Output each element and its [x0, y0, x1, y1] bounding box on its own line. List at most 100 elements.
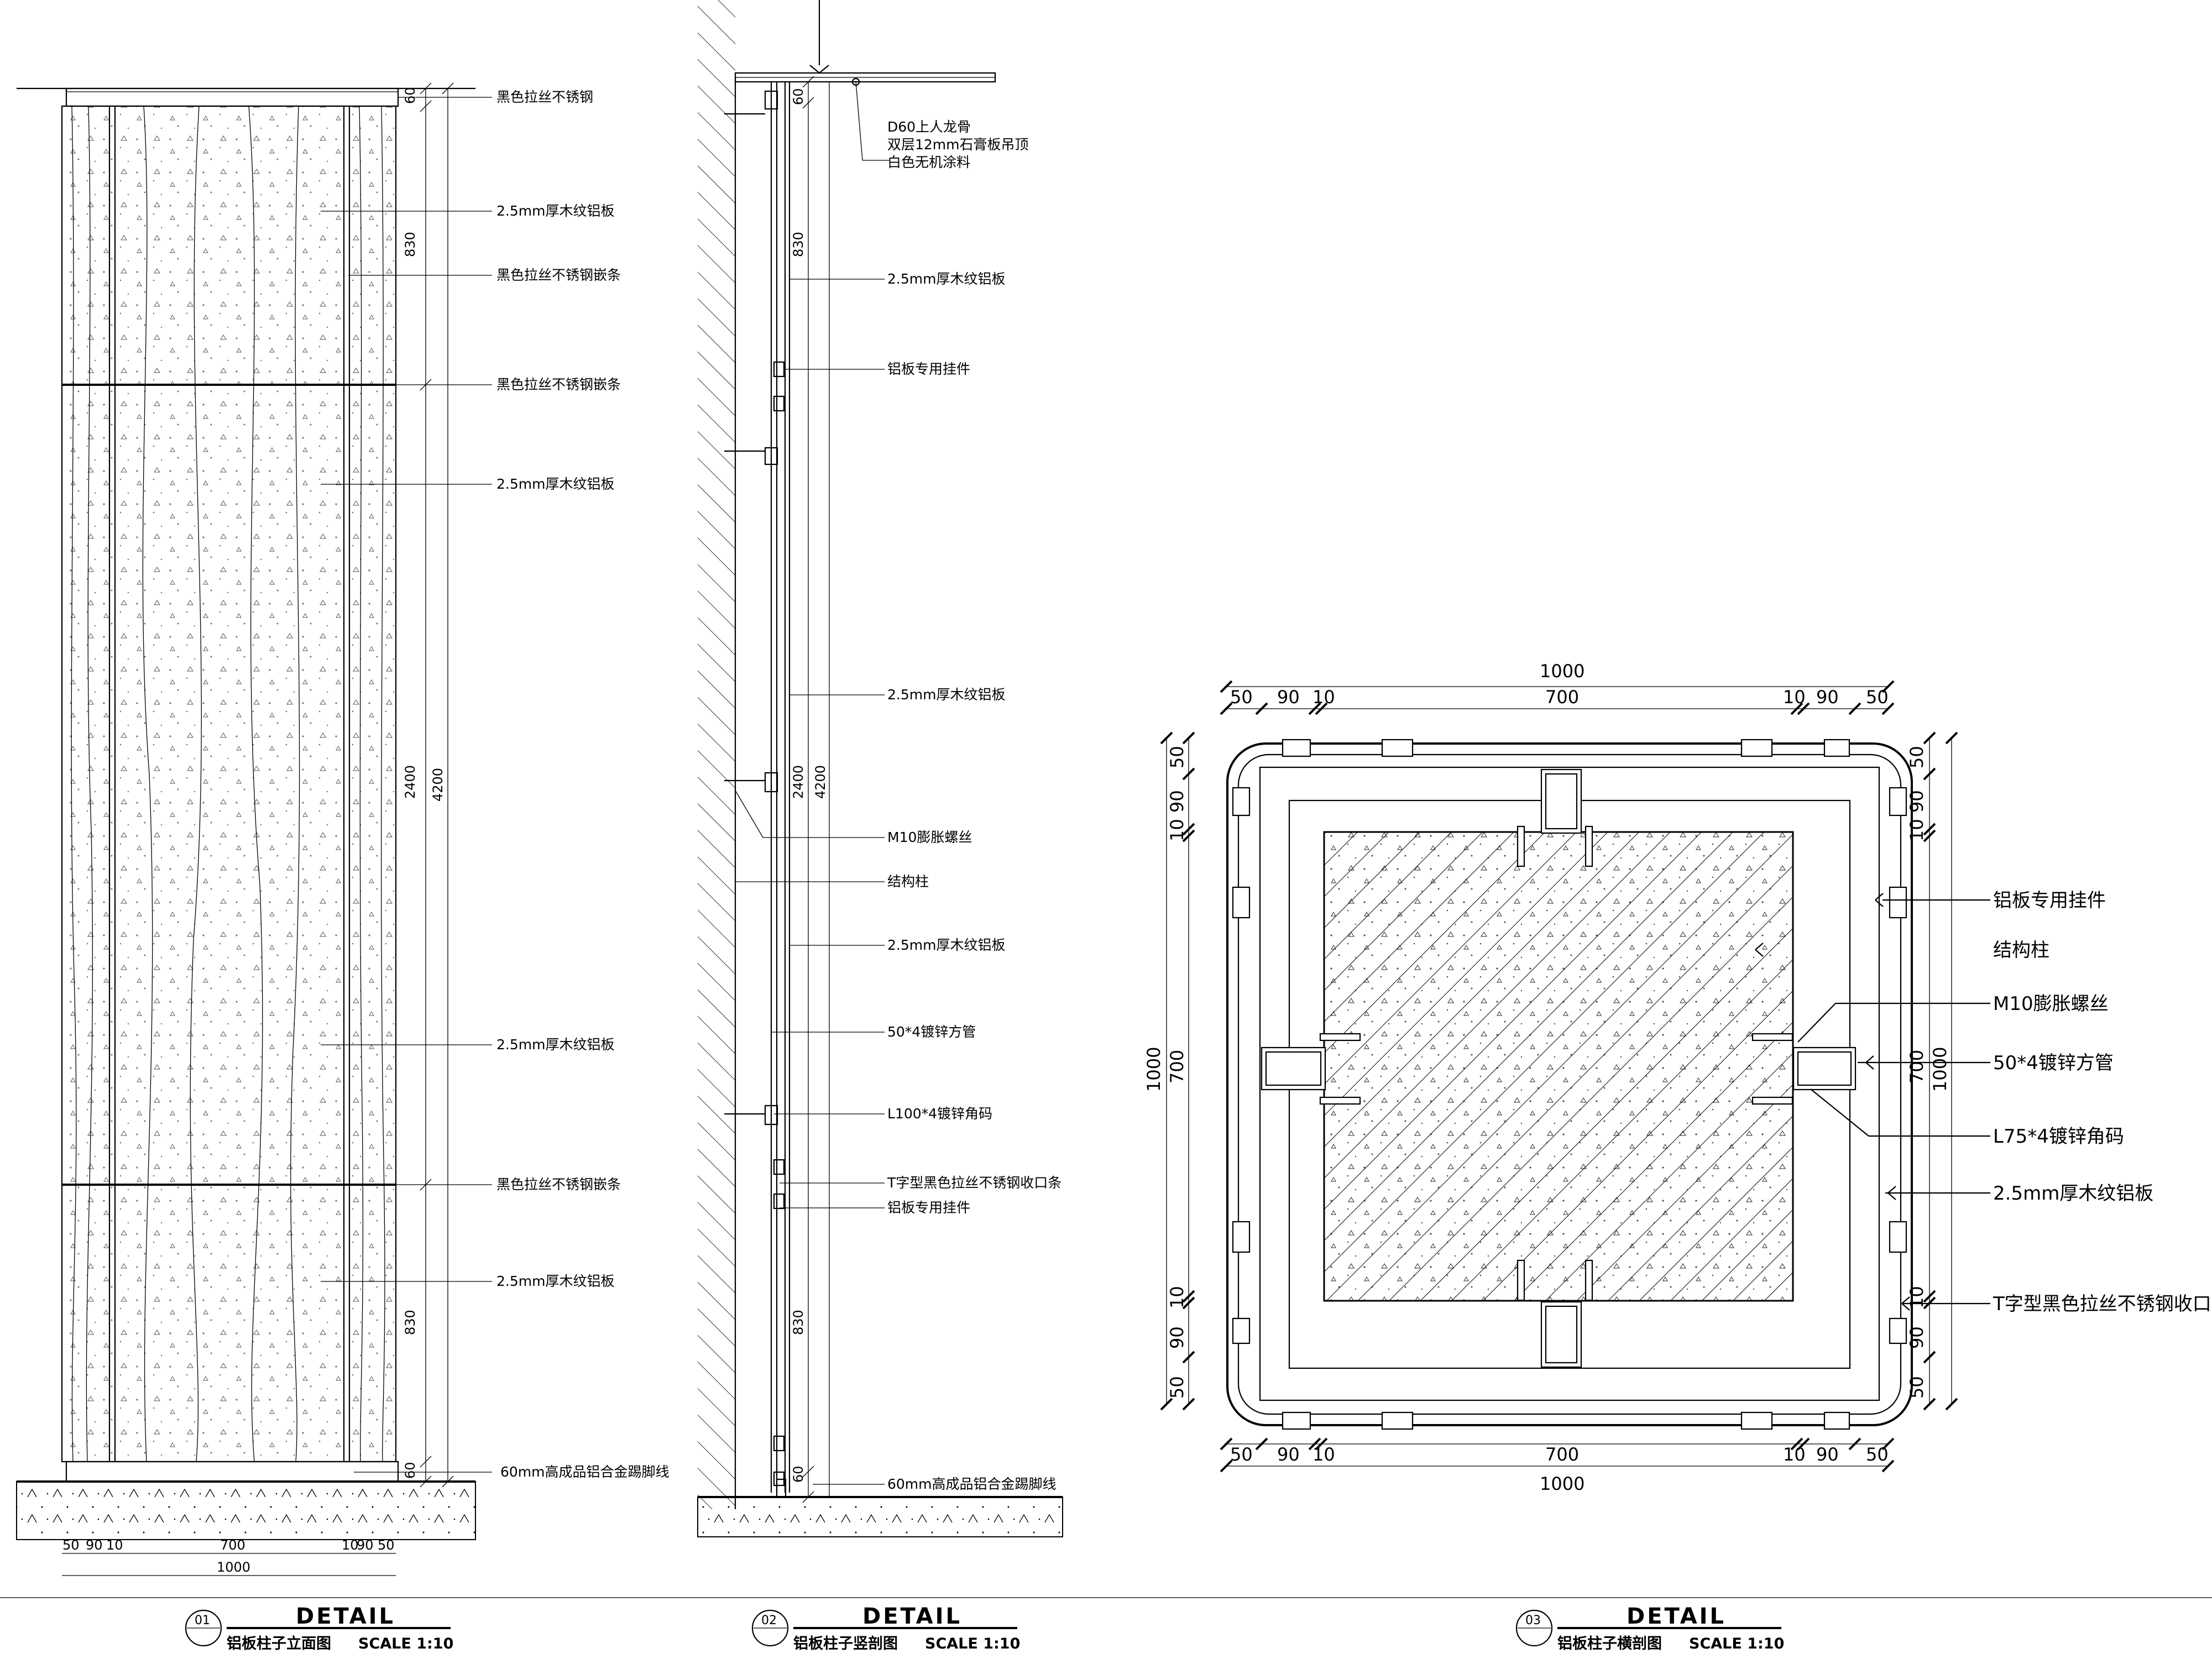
label-hanger: 铝板专用挂件 — [887, 361, 970, 377]
detail-number: 03 — [1525, 1614, 1541, 1627]
dim-v: 2400 — [791, 765, 806, 799]
label-angle-bracket: L75*4镀锌角码 — [1993, 1126, 2124, 1148]
label-hanger: 铝板专用挂件 — [887, 1200, 970, 1216]
dim-right: 90 — [1906, 790, 1927, 813]
dim-h: 700 — [220, 1537, 245, 1553]
dim-left: 700 — [1167, 1050, 1188, 1084]
label-square-tube: 50*4镀锌方管 — [1993, 1052, 2114, 1074]
label-aluminum-panel: 2.5mm厚木纹铝板 — [496, 1037, 614, 1053]
detail-02-section — [697, 0, 1063, 1537]
detail-03-plan-section — [1160, 680, 1990, 1473]
dim-left: 10 — [1167, 819, 1188, 841]
title-block-01: 01 DETAIL 铝板柱子立面图 SCALE 1:10 — [185, 1604, 453, 1652]
label-gypsum-ceiling: 双层12mm石膏板吊顶 — [887, 137, 1029, 153]
dim-left: 50 — [1167, 746, 1188, 768]
dim-h: 50 — [378, 1537, 395, 1553]
dim-h: 50 — [62, 1537, 80, 1553]
label-aluminum-panel: 2.5mm厚木纹铝板 — [887, 687, 1005, 703]
floor-slab — [16, 1481, 476, 1540]
label-hanger: 铝板专用挂件 — [1993, 889, 2106, 912]
label-aluminum-panel: 2.5mm厚木纹铝板 — [887, 271, 1005, 287]
dim-h: 90 — [86, 1537, 103, 1553]
label-stainless-strip: 黑色拉丝不锈钢嵌条 — [496, 1176, 621, 1192]
dim-h-total: 1000 — [217, 1559, 250, 1575]
detail-scale: SCALE 1:10 — [358, 1635, 453, 1652]
dim-bottom: 700 — [1545, 1444, 1579, 1465]
dim-bottom: 10 — [1312, 1444, 1335, 1465]
label-square-tube: 50*4镀锌方管 — [887, 1024, 976, 1040]
dim-left: 10 — [1167, 1286, 1188, 1309]
dim-h: 10 — [106, 1537, 123, 1553]
detail-title: 铝板柱子立面图 — [227, 1635, 331, 1652]
dim-v-total: 4200 — [430, 768, 446, 802]
detail-title: 铝板柱子横剖图 — [1557, 1635, 1662, 1652]
dim-bottom: 90 — [1277, 1444, 1300, 1465]
dim-top: 700 — [1545, 687, 1579, 708]
dim-top: 90 — [1816, 687, 1839, 708]
dim-bottom-total: 1000 — [1540, 1473, 1585, 1494]
dim-v-total: 4200 — [813, 765, 828, 799]
dim-right: 50 — [1906, 746, 1927, 768]
label-keel: D60上人龙骨 — [887, 119, 971, 135]
detail-word: DETAIL — [1627, 1604, 1726, 1629]
dim-v: 2400 — [402, 765, 418, 799]
dim-v: 830 — [791, 232, 806, 257]
dim-bottom: 90 — [1816, 1444, 1839, 1465]
dim-v: 830 — [791, 1310, 806, 1335]
dim-right: 10 — [1906, 819, 1927, 841]
dim-top: 50 — [1230, 687, 1253, 708]
dim-v: 830 — [402, 232, 418, 257]
title-block-03: 03 DETAIL 铝板柱子横剖图 SCALE 1:10 — [1515, 1604, 1784, 1652]
detail-word: DETAIL — [862, 1604, 962, 1629]
label-stainless-strip: 黑色拉丝不锈钢嵌条 — [496, 376, 621, 392]
label-expansion-bolt: M10膨胀螺丝 — [1993, 993, 2109, 1015]
dim-v: 60 — [402, 87, 418, 104]
dim-v: 60 — [791, 1466, 806, 1483]
label-stainless-top: 黑色拉丝不锈钢 — [496, 89, 593, 105]
label-aluminum-panel: 2.5mm厚木纹铝板 — [496, 1273, 614, 1289]
label-aluminum-panel: 2.5mm厚木纹铝板 — [496, 203, 614, 219]
dim-v: 60 — [791, 88, 806, 105]
dim-top: 90 — [1277, 687, 1300, 708]
label-aluminum-panel: 2.5mm厚木纹铝板 — [1993, 1182, 2153, 1205]
dim-top: 10 — [1312, 687, 1335, 708]
label-structural-column: 结构柱 — [1993, 939, 2049, 961]
label-t-trim: T字型黑色拉丝不锈钢收口条 — [1993, 1293, 2212, 1315]
wall-hatch — [698, 0, 735, 1509]
detail-number: 02 — [761, 1614, 777, 1627]
dim-left: 90 — [1167, 1326, 1188, 1349]
dim-top-total: 1000 — [1540, 661, 1585, 682]
dim-h: 90 — [357, 1537, 374, 1553]
dim-v: 830 — [402, 1310, 418, 1335]
dim-top: 10 — [1783, 687, 1806, 708]
detail-scale: SCALE 1:10 — [925, 1635, 1020, 1652]
label-expansion-bolt: M10膨胀螺丝 — [887, 829, 972, 845]
label-paint: 白色无机涂料 — [887, 154, 970, 170]
detail-03-labels: 铝板专用挂件 结构柱 M10膨胀螺丝 50*4镀锌方管 L75*4镀锌角码 2.… — [1143, 661, 2212, 1494]
detail-title: 铝板柱子竖剖图 — [793, 1635, 898, 1652]
detail-01-elevation — [16, 82, 492, 1576]
label-t-trim: T字型黑色拉丝不锈钢收口条 — [887, 1175, 1061, 1191]
dim-right: 50 — [1906, 1376, 1927, 1399]
dim-top: 50 — [1866, 687, 1889, 708]
floor-slab — [697, 1496, 1063, 1537]
dim-right: 10 — [1906, 1286, 1927, 1309]
detail-01-labels: 黑色拉丝不锈钢 2.5mm厚木纹铝板 黑色拉丝不锈钢嵌条 黑色拉丝不锈钢嵌条 2… — [62, 87, 670, 1575]
dim-right: 700 — [1906, 1050, 1927, 1084]
detail-scale: SCALE 1:10 — [1689, 1635, 1784, 1652]
detail-number: 01 — [195, 1614, 210, 1627]
label-aluminum-panel: 2.5mm厚木纹铝板 — [887, 937, 1005, 953]
dim-left: 50 — [1167, 1376, 1188, 1399]
dim-h: 10 — [342, 1537, 359, 1553]
label-stainless-strip: 黑色拉丝不锈钢嵌条 — [496, 267, 621, 283]
dim-right: 90 — [1906, 1326, 1927, 1349]
label-aluminum-panel: 2.5mm厚木纹铝板 — [496, 476, 614, 492]
dim-v: 60 — [402, 1462, 418, 1479]
label-angle-bracket: L100*4镀锌角码 — [887, 1106, 992, 1122]
label-structural-column: 结构柱 — [887, 873, 929, 889]
dim-bottom: 50 — [1866, 1444, 1889, 1465]
dim-right-total: 1000 — [1929, 1047, 1950, 1092]
dim-bottom: 50 — [1230, 1444, 1253, 1465]
title-block-02: 02 DETAIL 铝板柱子竖剖图 SCALE 1:10 — [751, 1604, 1020, 1652]
